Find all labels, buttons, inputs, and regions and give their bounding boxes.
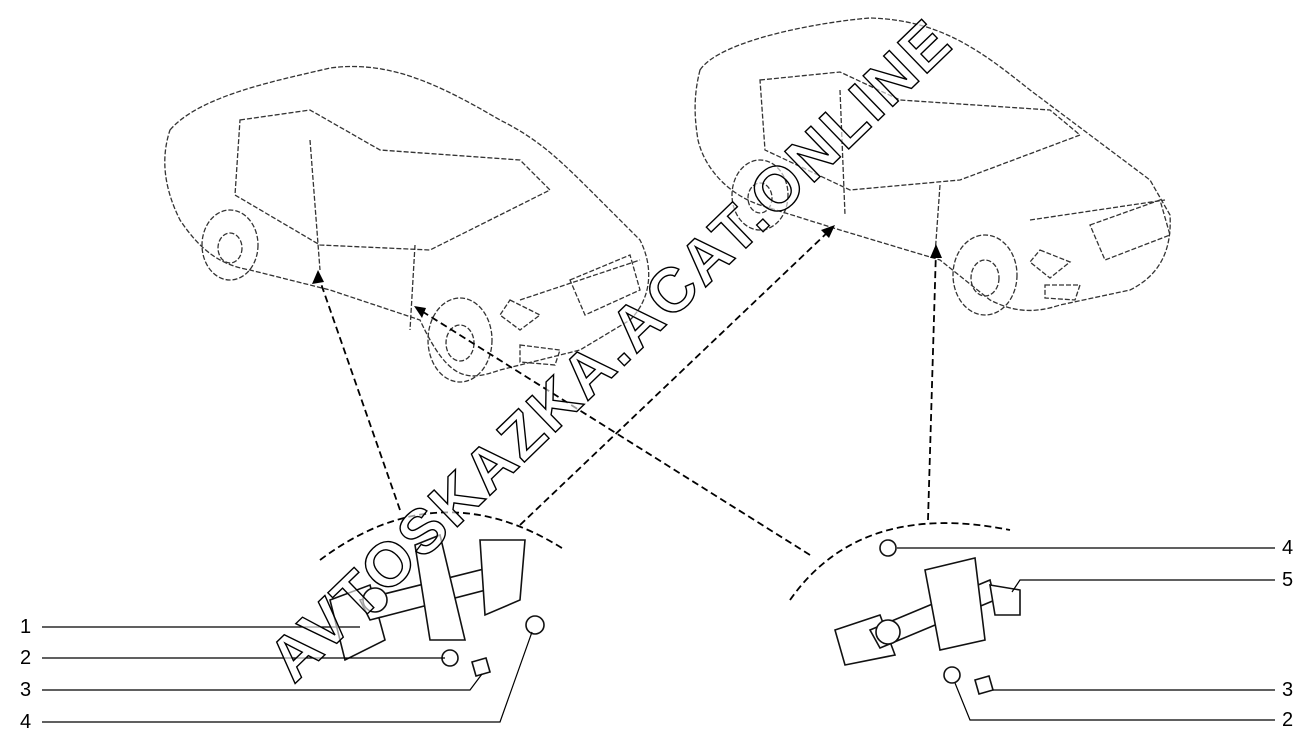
- detail-arc-right: [789, 522, 1011, 601]
- callout-left-2: 2: [20, 647, 32, 669]
- callout-left-4: 4: [20, 711, 32, 733]
- detail-arc-left: [319, 511, 566, 561]
- door-check-left: [329, 533, 545, 677]
- assembly-arrows: [312, 225, 942, 556]
- callout-left-1: 1: [20, 616, 32, 638]
- callout-right-2: 2: [1282, 709, 1294, 731]
- watermark-text: AVTOSKAZKA.ACAT.ONLINE: [256, 6, 966, 695]
- door-check-right: [834, 539, 1021, 695]
- callout-right-4: 4: [1282, 537, 1294, 559]
- callout-right-5: 5: [1282, 569, 1294, 591]
- callout-left-3: 3: [20, 679, 32, 701]
- car-right-illustration: [694, 17, 1171, 316]
- callout-right-3: 3: [1282, 679, 1294, 701]
- leader-lines: [42, 547, 1275, 723]
- car-left-illustration: [164, 65, 650, 383]
